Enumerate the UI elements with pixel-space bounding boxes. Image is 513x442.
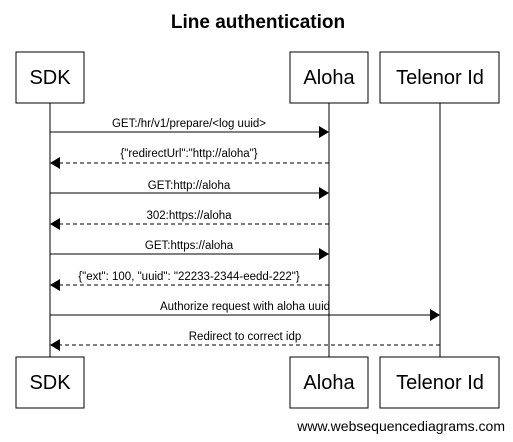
- arrow-head-icon: [50, 218, 60, 230]
- message-2: {"redirectUrl":"http://aloha"}: [50, 148, 329, 169]
- actor-box: [379, 51, 500, 104]
- message-3: GET:http://aloha: [50, 180, 329, 199]
- actor-box: [15, 51, 85, 104]
- actor-label: Aloha: [303, 372, 355, 394]
- message-label: GET:https://aloha: [145, 240, 234, 252]
- actor-label: Telenor Id: [396, 372, 484, 394]
- message-label: 302:https://aloha: [146, 210, 232, 222]
- message-label: GET:/hr/v1/prepare/<log uuid>: [112, 118, 266, 130]
- actor-sdk-bottom: SDK: [15, 356, 85, 409]
- watermark-text: www.websequencediagrams.com: [296, 418, 505, 434]
- actor-label: Aloha: [303, 67, 355, 89]
- actor-telenor-bottom: Telenor Id: [379, 356, 500, 409]
- arrow-head-icon: [430, 309, 440, 321]
- arrow-head-icon: [50, 279, 60, 291]
- actor-telenor-top: Telenor Id: [379, 51, 500, 104]
- arrow-head-icon: [50, 339, 60, 351]
- arrow-head-icon: [319, 248, 329, 260]
- arrow-head-icon: [50, 157, 60, 169]
- message-label: Redirect to correct idp: [189, 331, 302, 343]
- actor-label: SDK: [29, 67, 71, 89]
- actor-box: [379, 356, 500, 409]
- message-5: GET:https://aloha: [50, 240, 329, 260]
- actor-aloha-top: Aloha: [289, 51, 369, 104]
- diagram-title: Line authentication: [171, 12, 345, 33]
- message-6: {"ext": 100, "uuid": "22233-2344-eedd-22…: [50, 271, 329, 291]
- arrow-head-icon: [319, 187, 329, 199]
- message-label: {"ext": 100, "uuid": "22233-2344-eedd-22…: [78, 271, 300, 283]
- actor-label: Telenor Id: [396, 67, 484, 89]
- message-label: Authorize request with aloha uuid: [160, 301, 330, 313]
- actor-aloha-bottom: Aloha: [289, 356, 369, 409]
- actor-label: SDK: [29, 372, 71, 394]
- message-label: GET:http://aloha: [148, 180, 231, 192]
- actor-sdk-top: SDK: [15, 51, 85, 104]
- message-label: {"redirectUrl":"http://aloha"}: [120, 148, 257, 160]
- message-7: Authorize request with aloha uuid: [50, 301, 440, 321]
- actor-box: [289, 51, 369, 104]
- actor-box: [289, 356, 369, 409]
- arrow-head-icon: [319, 126, 329, 138]
- actor-box: [15, 356, 85, 409]
- message-8: Redirect to correct idp: [50, 331, 440, 351]
- message-4: 302:https://aloha: [50, 210, 329, 230]
- message-1: GET:/hr/v1/prepare/<log uuid>: [50, 118, 329, 138]
